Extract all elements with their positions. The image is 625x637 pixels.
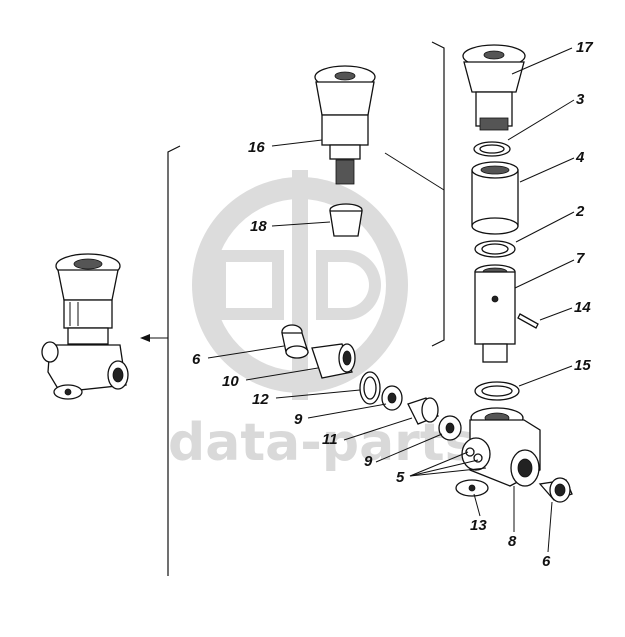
- assembled-pump: [41, 253, 129, 400]
- arrow-left-icon: [140, 334, 168, 342]
- callout-labels: 17 3 4 2 7 14 15 16 18 6 10 12 9 11 9 5 …: [192, 39, 593, 570]
- part-16: [314, 65, 376, 185]
- part-11: [407, 397, 439, 425]
- callout-6a: 6: [192, 351, 201, 368]
- part-13: [455, 479, 489, 497]
- callout-13: 13: [470, 517, 487, 534]
- callout-14: 14: [574, 299, 591, 316]
- callout-4: 4: [575, 149, 585, 166]
- part-10: [311, 343, 356, 379]
- callout-16: 16: [248, 139, 265, 156]
- part-6a: [281, 324, 309, 359]
- part-5: [465, 447, 483, 463]
- right-bracket: [431, 41, 445, 347]
- part-9a: [381, 385, 403, 411]
- part-4: [471, 161, 519, 235]
- data-parts-logo-icon: [192, 170, 408, 400]
- callout-18: 18: [250, 218, 267, 235]
- part-18: [329, 203, 363, 237]
- callout-8: 8: [508, 533, 517, 550]
- part-14: [517, 313, 539, 329]
- left-bracket: [167, 145, 181, 576]
- callout-15: 15: [574, 357, 591, 374]
- leader-lines: [207, 47, 575, 553]
- callout-2: 2: [575, 203, 585, 220]
- callout-3: 3: [576, 91, 585, 108]
- watermark-text: data-parts: [168, 413, 476, 473]
- group-leader-line: [384, 152, 445, 191]
- part-17: [462, 44, 526, 131]
- part-7: [474, 264, 516, 363]
- callout-17: 17: [576, 39, 593, 56]
- callout-12: 12: [252, 391, 269, 408]
- callout-7: 7: [576, 250, 585, 267]
- part-6b: [538, 477, 573, 503]
- callout-6b: 6: [542, 553, 551, 570]
- callout-11: 11: [322, 431, 338, 448]
- part-9b: [438, 415, 462, 441]
- part-8: [461, 407, 541, 487]
- callout-9b: 9: [364, 453, 373, 470]
- callout-9a: 9: [294, 411, 303, 428]
- callout-10: 10: [222, 373, 239, 390]
- callout-5: 5: [396, 469, 405, 486]
